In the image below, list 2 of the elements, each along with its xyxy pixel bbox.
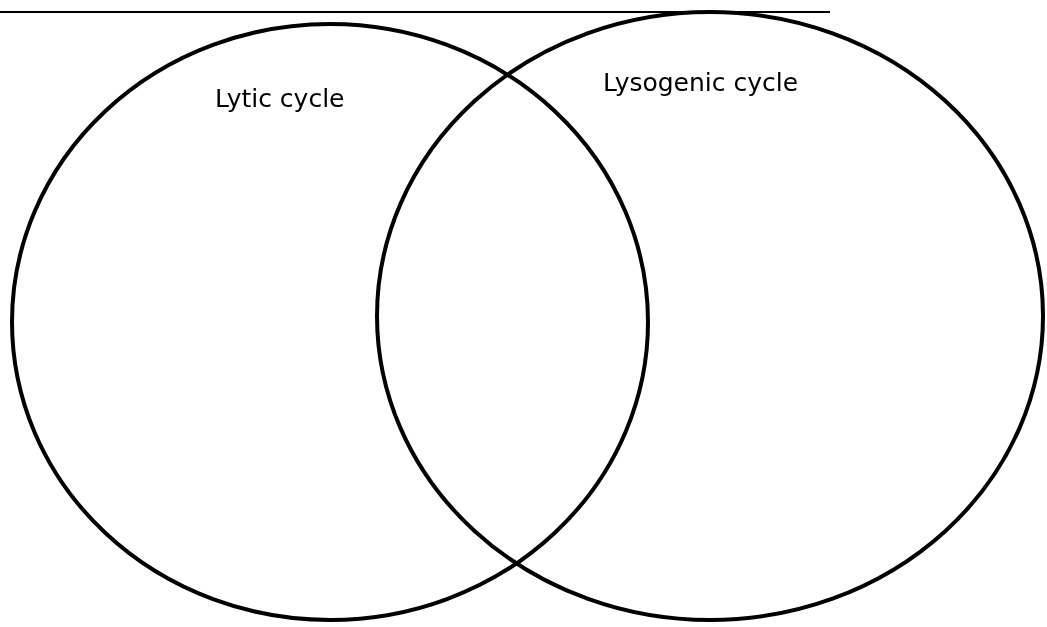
circle-label: Lysogenic cycle	[603, 68, 799, 97]
circle-label: Lytic cycle	[215, 84, 345, 113]
